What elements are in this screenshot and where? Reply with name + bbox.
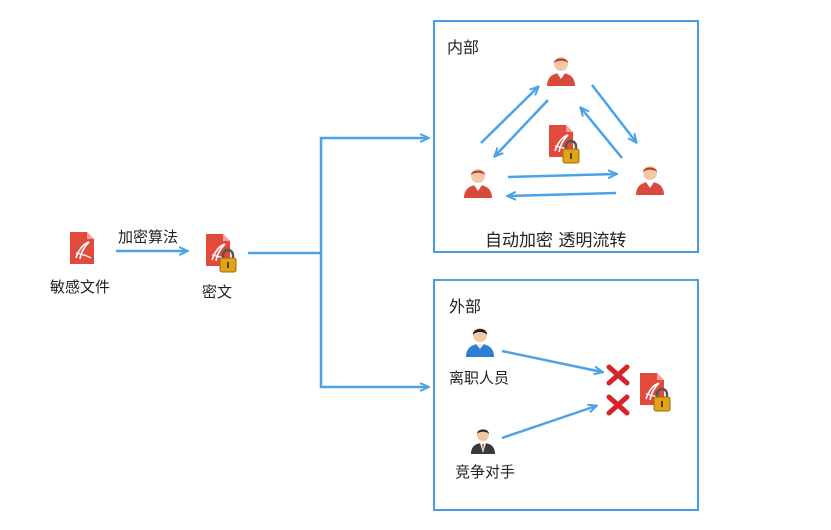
former-employee-label: 离职人员 <box>449 369 510 387</box>
internal-arrow-bl-to-top <box>480 87 538 144</box>
sensitive-file-label: 敏感文件 <box>50 278 111 296</box>
deny-x-icon <box>606 394 630 416</box>
internal-arrow-br-to-bl <box>508 193 617 196</box>
internal-arrow-bl-to-br <box>507 174 616 177</box>
internal-branch-arrow <box>319 138 428 253</box>
internal-user-top-icon <box>547 57 575 86</box>
internal-zone-caption: 自动加密 透明流转 <box>485 231 627 251</box>
competitor-icon <box>471 429 495 454</box>
external-encrypted-file-icon <box>640 373 671 412</box>
external-arrow-2 <box>501 406 596 440</box>
deny-x-icon <box>606 364 630 386</box>
external-arrow-1 <box>501 349 602 372</box>
external-branch-arrow <box>319 253 428 387</box>
sensitive-file-icon <box>70 232 94 264</box>
internal-arrow-top-to-br <box>591 84 636 142</box>
internal-arrow-top-to-bl <box>495 99 549 156</box>
external-zone-title: 外部 <box>449 297 482 316</box>
internal-arrow-br-to-top <box>581 108 623 159</box>
internal-user-left-icon <box>464 169 492 198</box>
encrypted-file-icon <box>206 234 237 273</box>
cipher-label: 密文 <box>202 283 233 301</box>
internal-encrypted-file-icon <box>549 125 580 164</box>
internal-user-right-icon <box>636 166 664 195</box>
competitor-label: 竞争对手 <box>455 463 516 481</box>
former-employee-icon <box>466 328 494 357</box>
encryption-algorithm-label: 加密算法 <box>118 228 179 246</box>
internal-zone-title: 内部 <box>447 38 480 57</box>
